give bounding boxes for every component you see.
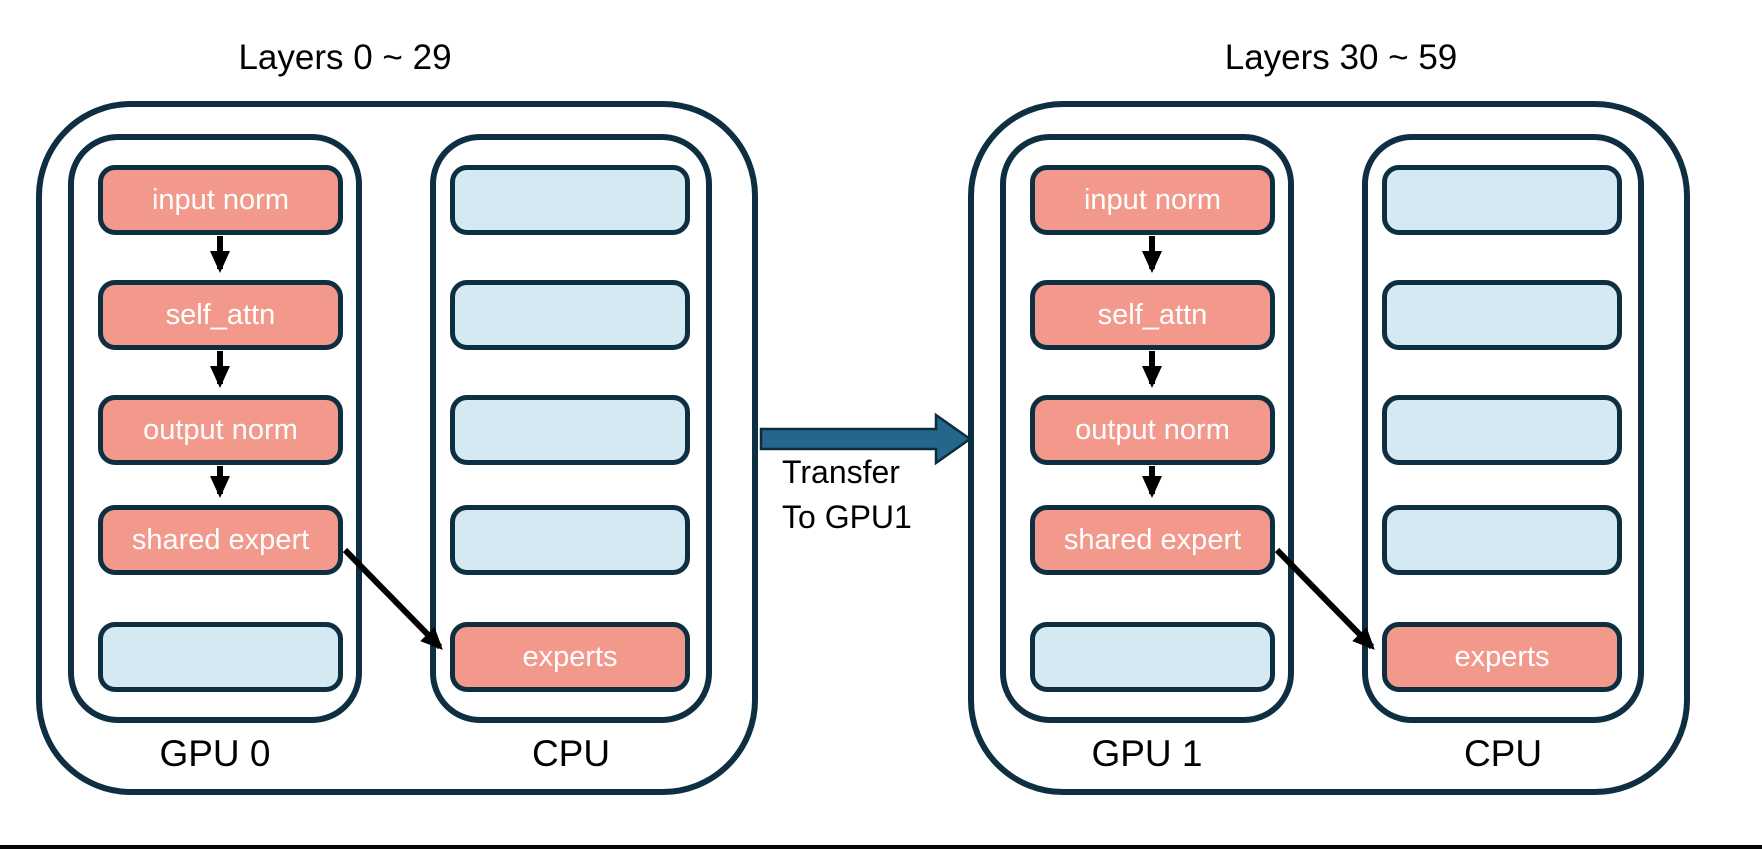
gpu0-label: GPU 0 bbox=[159, 733, 271, 774]
layer-box-shared-expert: shared expert bbox=[1030, 505, 1275, 575]
empty-gpu-box bbox=[98, 622, 343, 692]
left-group-title: Layers 0 ~ 29 bbox=[238, 38, 452, 77]
layers-30-59-group: input norm self_attn output norm shared … bbox=[968, 101, 1690, 795]
gpu1-label: GPU 1 bbox=[1091, 733, 1203, 774]
empty-cpu-box bbox=[450, 165, 690, 235]
empty-gpu-box bbox=[1030, 622, 1275, 692]
cpu-label-left: CPU bbox=[531, 733, 611, 774]
layer-box-output-norm: output norm bbox=[1030, 395, 1275, 465]
empty-cpu-box bbox=[450, 280, 690, 350]
layer-box-output-norm: output norm bbox=[98, 395, 343, 465]
transfer-label-line2: To GPU1 bbox=[782, 499, 912, 535]
empty-cpu-box bbox=[1382, 280, 1622, 350]
layer-box-self-attn: self_attn bbox=[98, 280, 343, 350]
transfer-label-line1: Transfer bbox=[782, 454, 900, 490]
empty-cpu-box bbox=[1382, 395, 1622, 465]
cpu-label-right: CPU bbox=[1463, 733, 1543, 774]
layers-0-29-group: input norm self_attn output norm shared … bbox=[36, 101, 758, 795]
empty-cpu-box bbox=[450, 395, 690, 465]
empty-cpu-box bbox=[450, 505, 690, 575]
bottom-border-line bbox=[0, 845, 1762, 849]
transfer-label: Transfer To GPU1 bbox=[782, 450, 1002, 540]
layer-box-experts: experts bbox=[1382, 622, 1622, 692]
layer-box-experts: experts bbox=[450, 622, 690, 692]
empty-cpu-box bbox=[1382, 505, 1622, 575]
empty-cpu-box bbox=[1382, 165, 1622, 235]
layer-box-input-norm: input norm bbox=[98, 165, 343, 235]
right-group-title: Layers 30 ~ 59 bbox=[1224, 38, 1458, 77]
layer-box-self-attn: self_attn bbox=[1030, 280, 1275, 350]
layer-box-input-norm: input norm bbox=[1030, 165, 1275, 235]
transfer-arrow-icon bbox=[759, 412, 973, 466]
layer-box-shared-expert: shared expert bbox=[98, 505, 343, 575]
